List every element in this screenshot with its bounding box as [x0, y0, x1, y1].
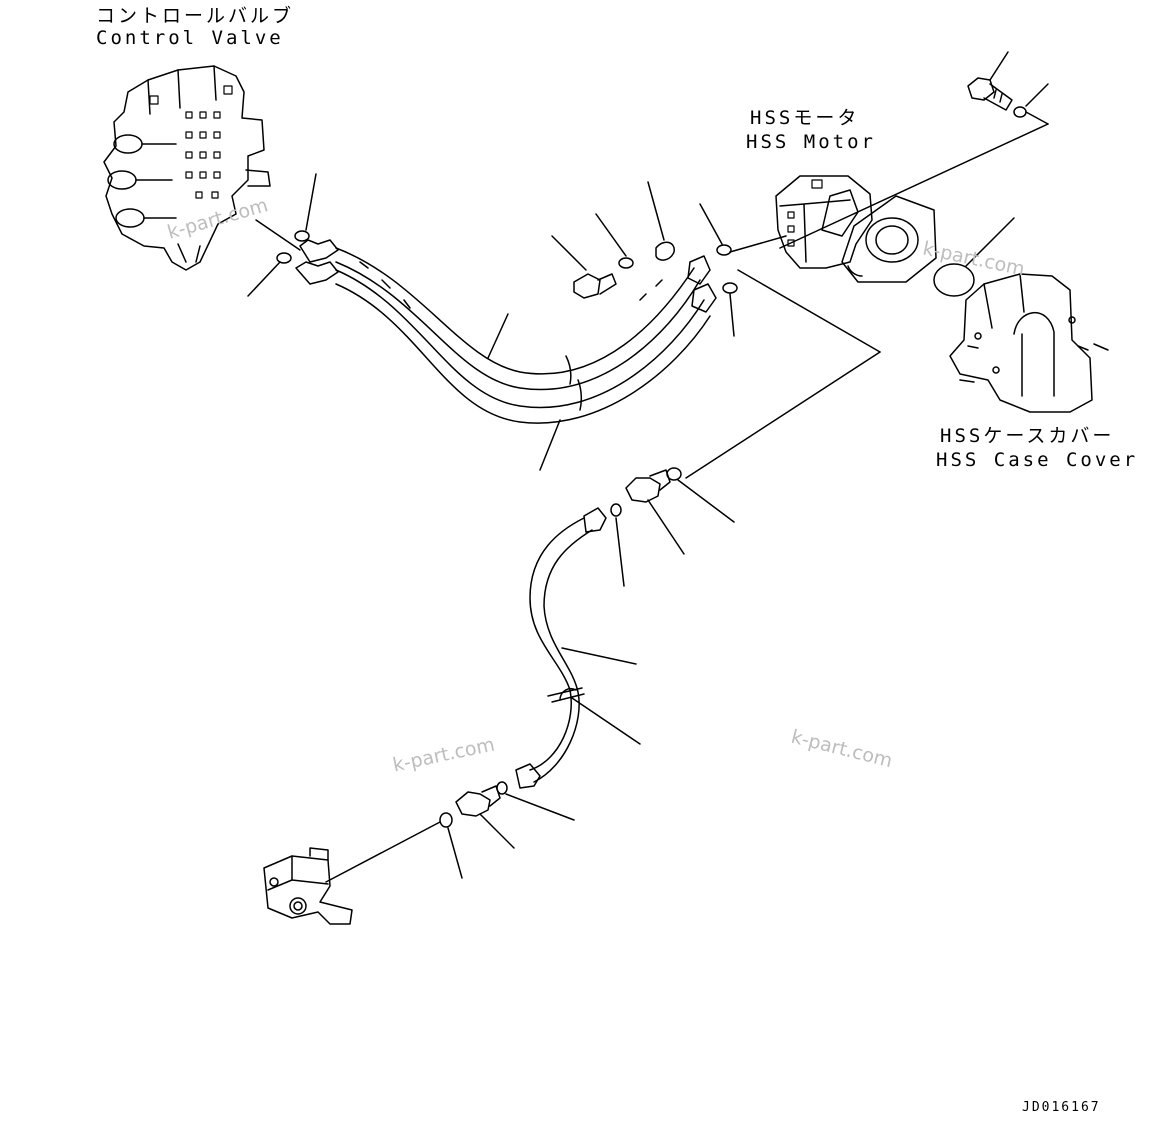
control-valve-part — [103, 65, 301, 271]
guide-line — [737, 269, 881, 353]
hss-motor-label-en: HSS Motor — [746, 131, 876, 153]
leader-line — [647, 499, 685, 555]
clamp-part — [655, 241, 675, 261]
leader-line — [505, 793, 575, 821]
leader-line — [539, 419, 561, 471]
control-valve-label-jp: コントロールバルブ — [96, 5, 295, 27]
hss-case-cover-label-en: HSS Case Cover — [936, 449, 1139, 471]
hss-case-cover-label-jp: HSSケースカバー — [940, 425, 1115, 447]
o-ring-motor-lower — [722, 282, 738, 294]
return-hose — [515, 507, 607, 789]
leader-line — [447, 827, 463, 879]
large-o-ring — [933, 263, 975, 297]
washer-part — [618, 257, 634, 269]
leader-line — [487, 313, 509, 359]
bottom-block-part — [263, 847, 353, 925]
leader-line — [247, 261, 281, 297]
flange-bolt-part — [967, 77, 1013, 111]
leader-line — [1025, 83, 1049, 107]
o-ring-motor-upper — [716, 244, 732, 256]
o-ring-top-left — [294, 230, 310, 242]
control-valve-label-en: Control Valve — [96, 27, 284, 49]
leader-line — [595, 213, 627, 257]
o-ring-left — [276, 252, 292, 264]
flange-washer-part — [1013, 106, 1027, 118]
leader-line — [305, 173, 317, 231]
hose-pair — [295, 239, 717, 424]
bolt-part — [573, 273, 617, 299]
leader-line — [699, 203, 723, 245]
elbow-fitting-part — [625, 469, 671, 503]
o-ring-fitting-left — [610, 503, 622, 517]
hss-case-cover-part — [949, 273, 1109, 413]
leader-line — [615, 517, 625, 587]
leader-line — [561, 647, 637, 665]
guide-line — [779, 123, 1049, 249]
o-ring-lower-left — [439, 812, 453, 828]
leader-line — [729, 235, 787, 253]
leader-line — [571, 697, 641, 745]
guide-line — [685, 351, 881, 479]
hss-motor-label-jp: HSSモータ — [750, 107, 860, 129]
leader-line — [551, 235, 587, 271]
lower-fitting-part — [455, 785, 501, 817]
guide-line — [325, 821, 441, 883]
leader-line — [965, 217, 1015, 267]
leader-line — [677, 479, 735, 523]
leader-line — [729, 293, 735, 337]
leader-line — [647, 181, 665, 241]
hss-motor-part — [775, 175, 937, 283]
leader-line — [989, 51, 1009, 81]
drawing-code: JD016167 — [1022, 1100, 1101, 1115]
leader-line — [479, 813, 515, 849]
guide-line — [1025, 111, 1049, 125]
